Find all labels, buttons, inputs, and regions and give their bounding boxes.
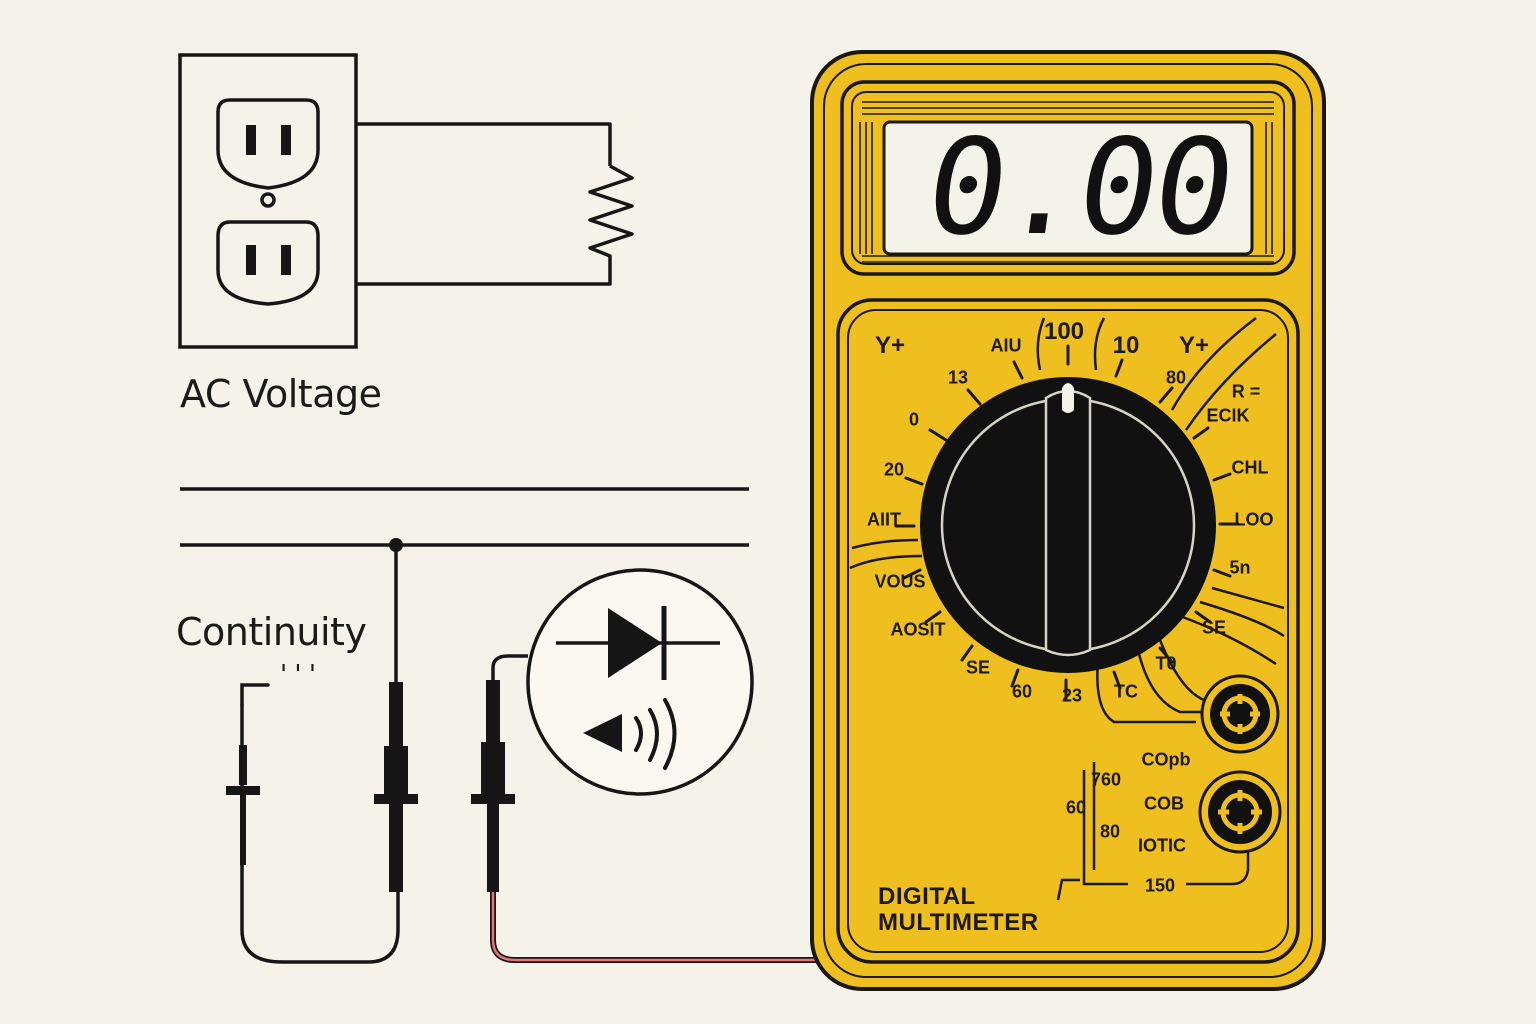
scale-vous: VOUS [874,571,926,592]
scale-tc: TC [1114,681,1138,702]
scale-r-eq: R = [1231,381,1261,402]
diode-symbol [526,568,754,796]
scale-iotic: IOTIC [1138,835,1186,856]
scale-aiu: AIU [990,335,1022,356]
rotary-knob[interactable] [920,377,1216,673]
scale-aosit: AOSIT [890,619,946,640]
outlet-slots [246,125,291,275]
scale-5n: 5n [1229,557,1251,578]
scale-23: 23 [1061,685,1083,706]
meter-display-reading: 0.00 [917,111,1241,265]
scale-aiit: AIIT [867,509,901,530]
speaker-icon [583,698,677,770]
scale-60-bottom: 60 [1011,681,1033,702]
scale-t0: T0 [1155,653,1177,674]
scale-y-plus-left: Y+ [874,332,906,359]
scale-y-plus-right: Y+ [1178,332,1210,359]
scale-13: 13 [947,367,969,388]
scale-ecik: ECIK [1206,405,1250,426]
scale-cob: COB [1144,793,1184,814]
continuity-fragment: ' ' ' [280,660,316,690]
input-jack-upper[interactable] [1200,674,1280,754]
brand-line-1: DIGITAL [878,883,976,910]
scale-20: 20 [883,459,905,480]
probe-left [226,745,260,865]
scale-150: 150 [1144,875,1176,896]
scale-se-left: SE [965,657,991,678]
scale-loo: LOO [1234,509,1274,530]
scale-760: 760 [1090,769,1122,790]
probe-right [471,680,515,892]
scale-0: 0 [908,409,920,430]
bus-lines [180,487,749,547]
input-jack-lower[interactable] [1198,770,1282,854]
probe-middle [374,682,418,892]
probe-right-lead [491,654,528,680]
scale-60-side: 60 [1065,797,1087,818]
scale-copb: COpb [1141,749,1191,770]
meter-brand: DIGITAL MULTIMETER [878,884,1039,936]
continuity-label: Continuity [176,610,367,654]
scale-80-side: 80 [1099,821,1121,842]
scale-se-right: SE [1201,617,1227,638]
brand-line-2: MULTIMETER [878,909,1039,936]
continuity-probe-wires [240,543,400,964]
scale-chl: CHL [1231,457,1269,478]
resistor-circuit [356,122,634,286]
scale-100: 100 [1043,318,1085,345]
red-test-lead-inner [491,892,816,962]
scale-10: 10 [1112,332,1140,359]
ac-outlet [178,53,358,349]
red-test-lead [490,892,816,963]
ac-voltage-label: AC Voltage [180,372,382,416]
scale-80-top: 80 [1165,367,1187,388]
